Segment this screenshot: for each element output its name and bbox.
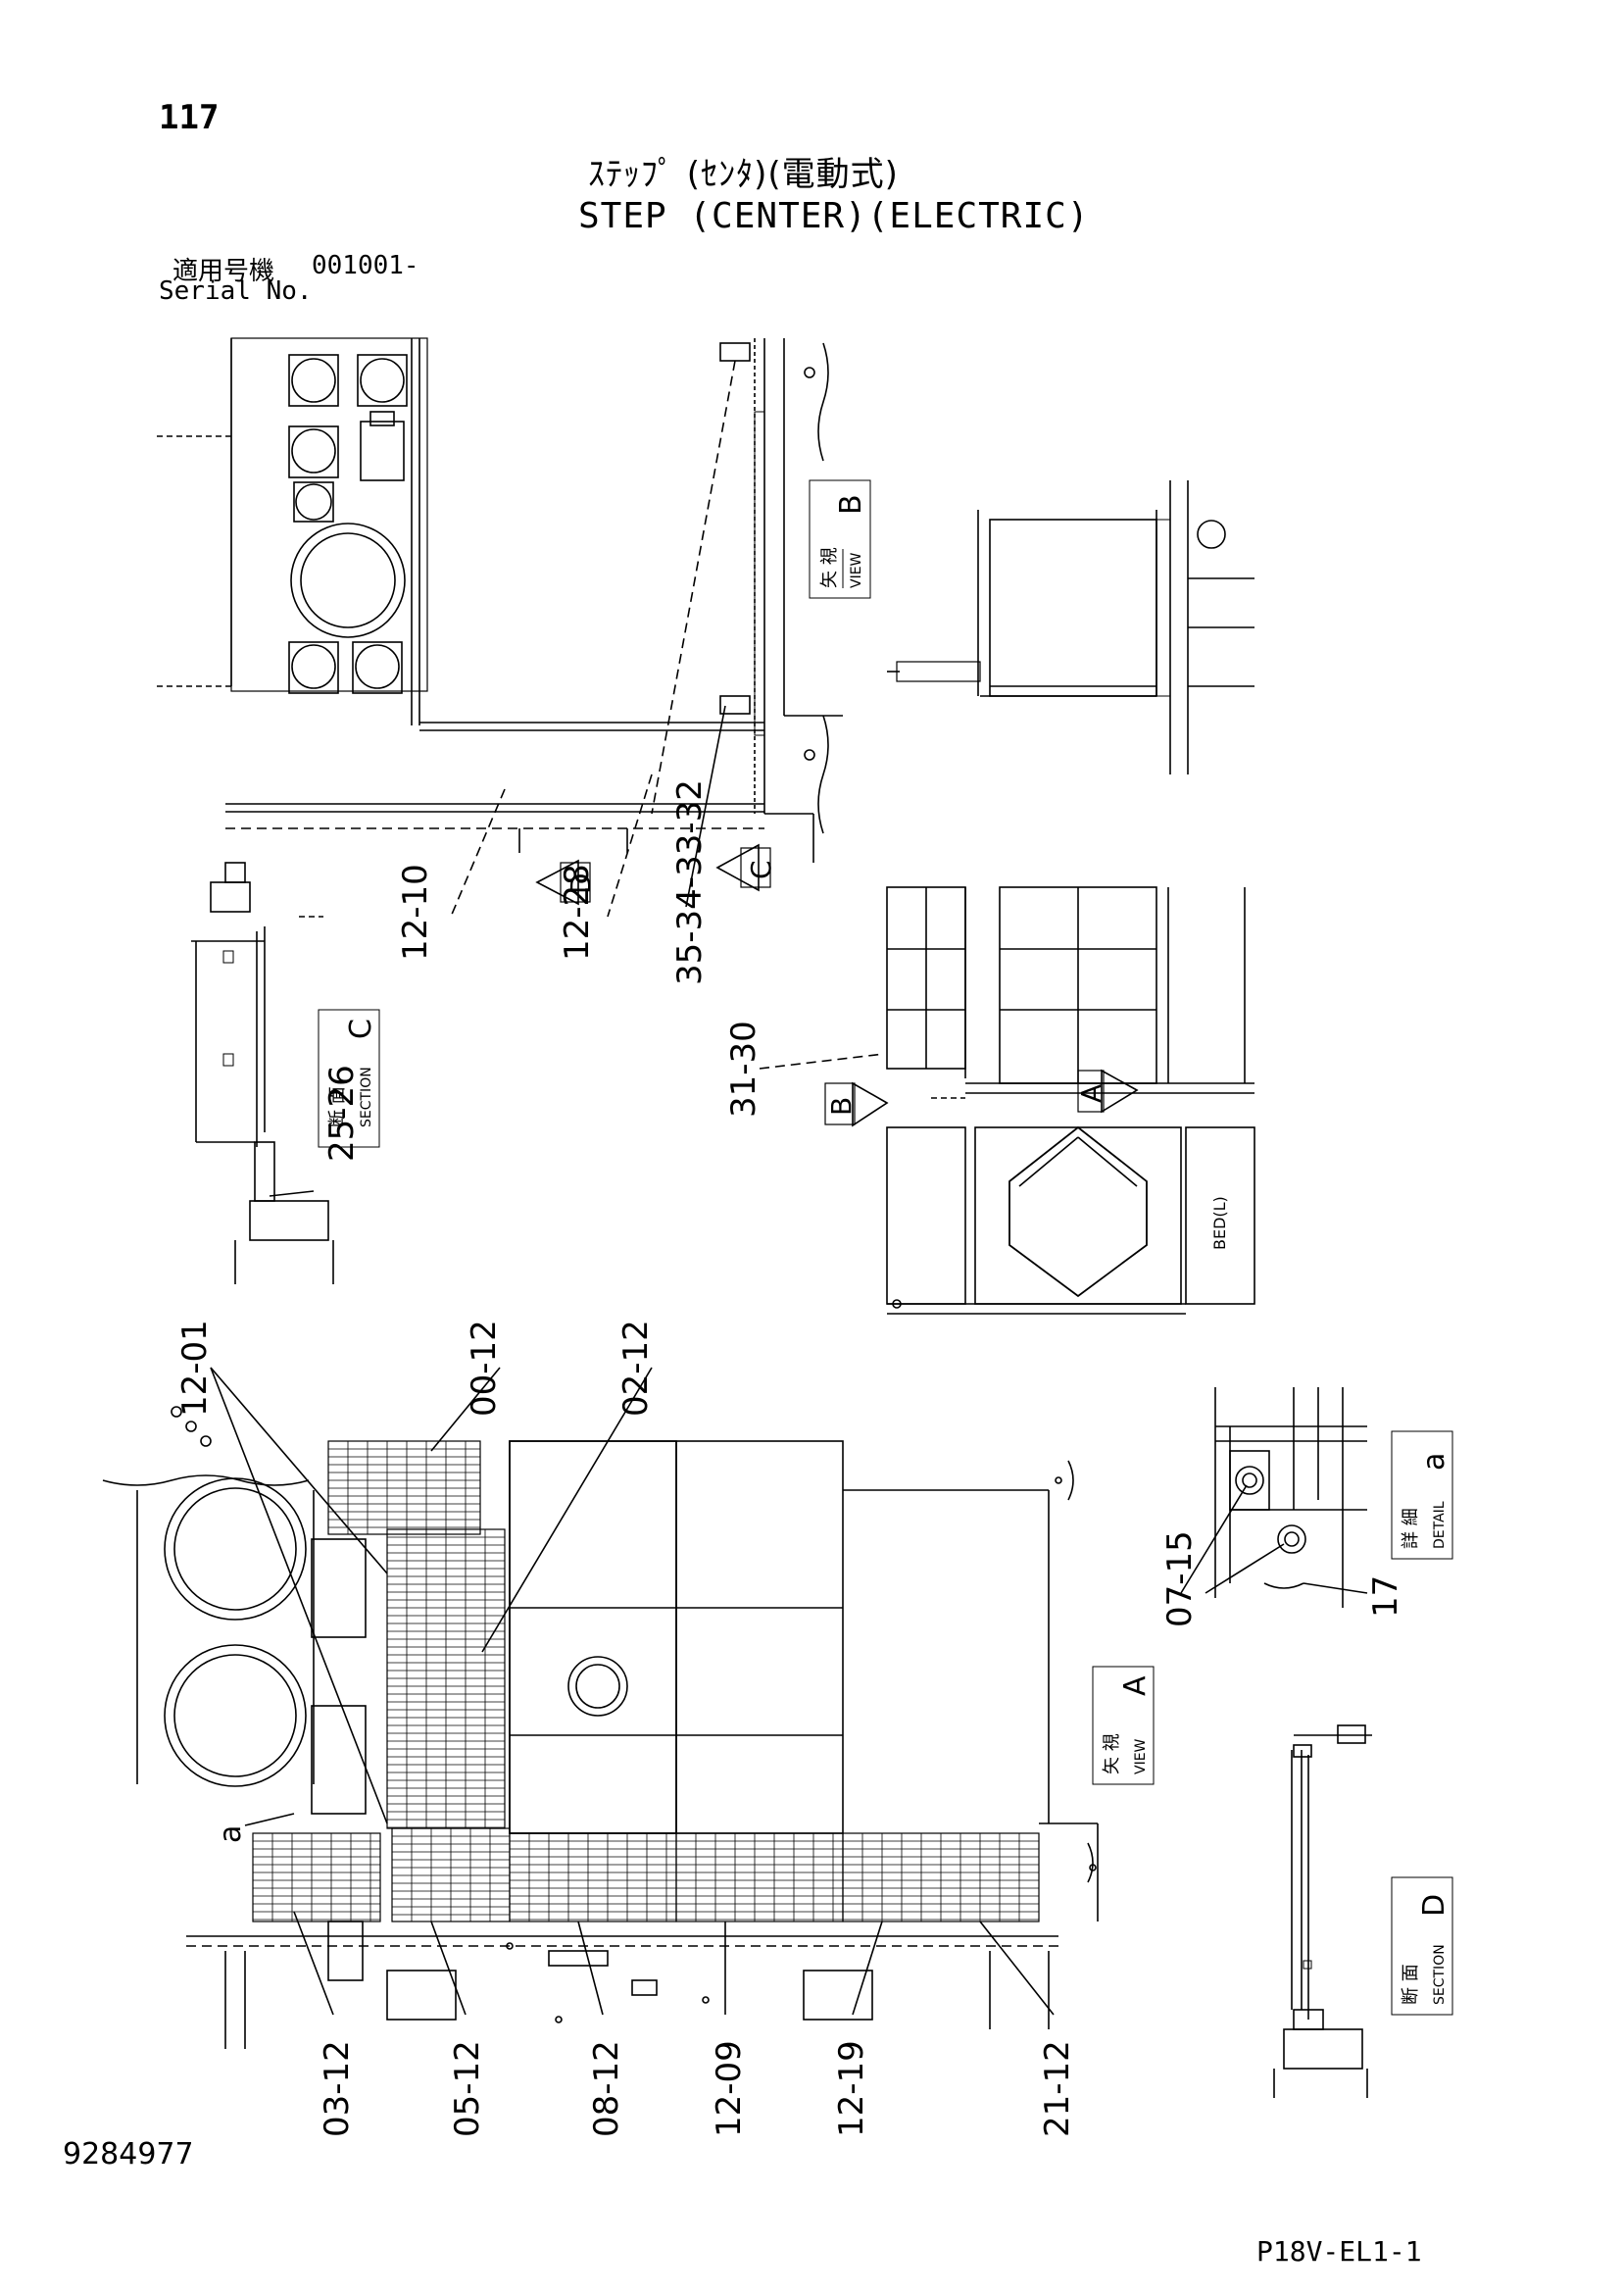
callout-02-12: 02-12 [616,1320,656,1417]
callout-17: 17 [1366,1575,1405,1618]
callout-07-15: 07-15 [1160,1530,1200,1627]
view-a-label: 矢 視 VIEW A [1092,1666,1155,1785]
section-d-letter: D [1417,1894,1451,1917]
marker-b-letter: B [825,1097,858,1116]
detail-a-letter: a [1417,1453,1451,1471]
section-c-en: SECTION [359,1067,374,1127]
title-english: STEP (CENTER)(ELECTRIC) [578,196,1090,236]
serial-label-english: Serial No. [159,276,313,306]
marker-small-a: a [214,1825,248,1843]
callout-12-19: 12-19 [832,2040,871,2137]
view-b-jp: 矢 視 [819,547,840,588]
section-c-letter: C [344,1019,378,1039]
grating-hatching [253,1441,1039,1922]
bed-label: BED(L) [1210,1196,1229,1250]
callout-05-12: 05-12 [448,2040,487,2137]
marker-a-letter: A [1075,1084,1107,1103]
page-number: 117 [159,98,220,137]
detail-a-drawing [1214,1387,1367,1608]
section-d-jp: 断 面 [1401,1964,1421,2005]
view-a-jp: 矢 視 [1102,1733,1122,1774]
serial-code: 001001- [312,251,419,280]
document-number: 9284977 [63,2137,194,2171]
view-a-letter: A [1118,1675,1153,1696]
callout-21-12: 21-12 [1038,2040,1077,2137]
callout-31-30: 31-30 [724,1021,763,1118]
callout-03-12: 03-12 [318,2040,357,2137]
view-b-label: 矢 視 VIEW B [809,479,871,599]
section-c-label: 断 面 SECTION C [318,1009,380,1148]
callout-12-01: 12-01 [175,1320,215,1417]
title-japanese: ｽﾃｯﾌﾟ (ｾﾝﾀ)(電動式) [588,155,899,194]
callout-12-10: 12-10 [396,864,435,961]
marker-c-letter: C [745,860,777,879]
callout-25-26: 25-26 [322,1065,362,1162]
section-d-en: SECTION [1432,1944,1448,2005]
view-b-drawing [887,480,1254,774]
detail-a-label: 詳 細 DETAIL a [1391,1430,1453,1560]
section-d-label: 断 面 SECTION D [1391,1876,1453,2016]
callout-08-12: 08-12 [587,2040,626,2137]
center-assembly-drawing: BED(L) [886,886,1255,1315]
view-b-en: VIEW [849,552,864,588]
section-c-jp: 断 面 [327,1086,348,1127]
detail-a-jp: 詳 細 [1401,1508,1421,1549]
section-c-drawing [191,862,334,1284]
callout-12-28: 12-28 [558,864,597,961]
marker-a: A [1075,1069,1139,1114]
marker-d: D [535,859,597,906]
marker-b: B [824,1081,889,1127]
callout-35-32: 35-34-33-32 [670,779,710,985]
detail-a-en: DETAIL [1432,1501,1448,1549]
marker-d-letter: D [565,873,597,894]
sheet-code: P18V-EL1-1 [1256,2235,1422,2268]
view-b-letter: B [834,494,868,515]
serial-label-japanese: 適用号機 [172,257,275,286]
marker-c: C [715,843,777,892]
callout-12-09: 12-09 [710,2040,749,2137]
callout-00-12: 00-12 [465,1320,504,1417]
top-plan-view [157,337,843,918]
lower-plan-view [102,1406,1099,2049]
section-d-drawing [1273,1724,1372,2098]
view-a-en: VIEW [1133,1738,1149,1774]
